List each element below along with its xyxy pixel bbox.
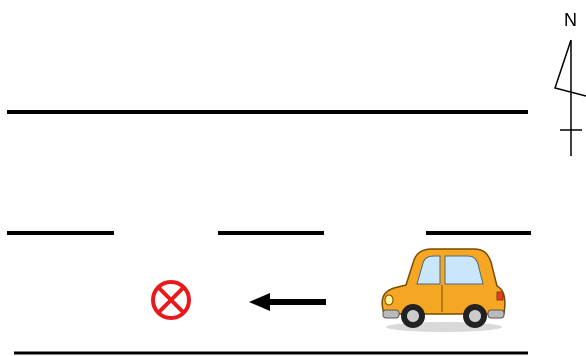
left-arrow-icon (249, 293, 326, 311)
north-arrow-icon: N (555, 10, 586, 156)
car-icon (382, 249, 505, 332)
compass-label: N (564, 10, 577, 30)
no-stopping-sign-icon (153, 282, 189, 318)
